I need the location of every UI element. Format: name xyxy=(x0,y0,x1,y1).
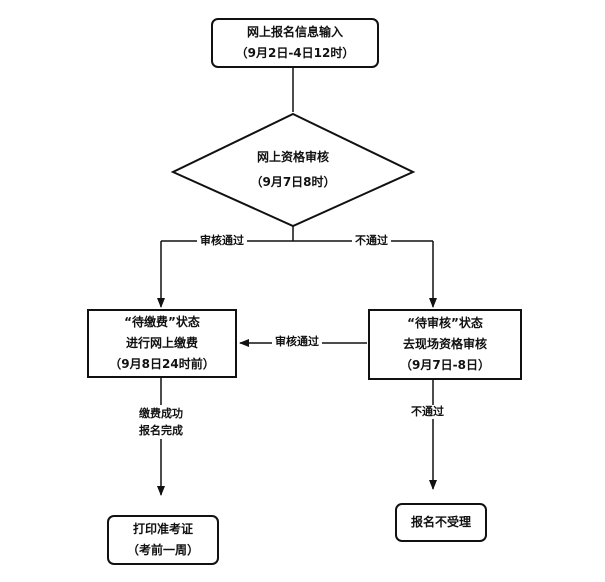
edge-label-paid: 缴费成功 报名完成 xyxy=(130,405,192,439)
node-pending-payment-status: “待缴费”状态 xyxy=(124,315,200,329)
node-registration-input-date: （9月2日-4日12时） xyxy=(235,46,355,60)
node-print-admission-ticket-title: 打印准考证 xyxy=(132,522,193,536)
node-online-review-title: 网上资格审核 xyxy=(256,150,329,164)
node-pending-review: “待审核”状态 去现场资格审核 （9月7日-8日） xyxy=(368,309,522,380)
node-pending-review-action: 去现场资格审核 xyxy=(402,337,487,351)
edge-label-fail-onsite: 不通过 xyxy=(408,405,447,419)
node-registration-rejected-title: 报名不受理 xyxy=(410,515,471,529)
edge-label-pass-onsite: 审核通过 xyxy=(272,335,322,349)
node-pending-payment-action: 进行网上缴费 xyxy=(125,336,198,350)
edge-label-paid-line2: 报名完成 xyxy=(139,424,183,437)
node-print-admission-ticket-date: （考前一周） xyxy=(126,543,199,557)
node-online-review-text: 网上资格审核 （9月7日8时） xyxy=(213,145,373,195)
node-registration-rejected: 报名不受理 xyxy=(395,503,487,542)
edge-label-paid-line1: 缴费成功 xyxy=(139,407,183,420)
node-registration-input: 网上报名信息输入 （9月2日-4日12时） xyxy=(211,18,379,68)
node-pending-payment: “待缴费”状态 进行网上缴费 （9月8日24时前） xyxy=(87,309,237,378)
node-pending-payment-date: （9月8日24时前） xyxy=(109,357,215,371)
edge-label-pass: 审核通过 xyxy=(197,234,247,248)
node-pending-review-date: （9月7日-8日） xyxy=(399,358,491,372)
node-pending-review-status: “待审核”状态 xyxy=(407,316,483,330)
edge-label-fail: 不通过 xyxy=(352,234,391,248)
node-print-admission-ticket: 打印准考证 （考前一周） xyxy=(107,515,219,565)
node-registration-input-title: 网上报名信息输入 xyxy=(246,25,343,39)
node-online-review-date: （9月7日8时） xyxy=(250,175,336,189)
